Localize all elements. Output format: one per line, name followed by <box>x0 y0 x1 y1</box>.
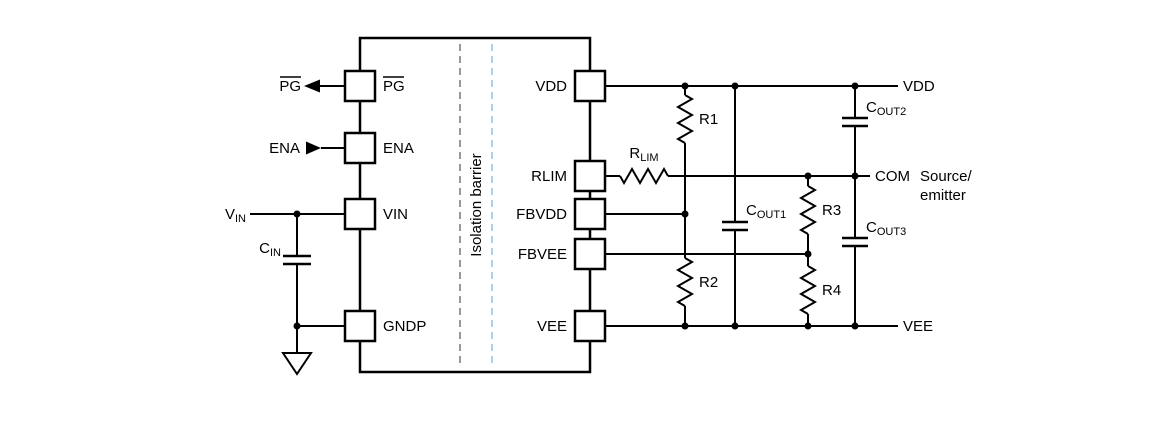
r2-resistor <box>675 257 695 307</box>
pin-rlim <box>573 159 607 193</box>
pin-gndp-label: GNDP <box>383 318 426 335</box>
pin-rlim-label: RLIM <box>531 168 567 185</box>
r1-label: R1 <box>699 111 718 128</box>
input-side: PG ENA VIN CIN <box>225 76 345 376</box>
pin-vee-label: VEE <box>537 318 567 335</box>
isolation-barrier-label: Isolation barrier <box>468 153 485 256</box>
pin-pg-label: PG <box>383 78 405 95</box>
pin-fbvee <box>573 237 607 271</box>
cout3-label: COUT3 <box>866 219 906 238</box>
junction-dot <box>681 210 689 218</box>
pin-pg <box>343 69 377 103</box>
ena-signal-label: ENA <box>269 140 300 157</box>
rlim-resistor <box>619 166 669 186</box>
r4-label: R4 <box>822 282 841 299</box>
pin-vdd-label: VDD <box>535 78 567 95</box>
rlim-label: RLIM <box>629 145 658 164</box>
pin-vin-label: VIN <box>383 206 408 223</box>
load-label-line2: emitter <box>920 187 966 204</box>
r4-resistor <box>798 265 818 315</box>
r3-label: R3 <box>822 202 841 219</box>
cout2-label: COUT2 <box>866 99 906 118</box>
junction-dot <box>731 322 739 330</box>
load-label-line1: Source/ <box>920 168 973 185</box>
junction-dot <box>851 82 859 90</box>
pin-ena-label: ENA <box>383 140 414 157</box>
r1-resistor <box>675 94 695 144</box>
output-side: VDD VEE RLIM COM Source/ emitter R1 R2 C… <box>605 78 973 335</box>
ground-icon <box>281 352 313 376</box>
vee-rail-label: VEE <box>903 318 933 335</box>
junction-dot <box>731 82 739 90</box>
vdd-rail-label: VDD <box>903 78 935 95</box>
ic-body <box>358 36 592 374</box>
pin-gndp <box>343 309 377 343</box>
junction-dot <box>851 172 859 180</box>
junction-dot <box>804 250 812 258</box>
pg-arrow-icon <box>304 79 320 93</box>
pin-fbvee-label: FBVEE <box>518 246 567 263</box>
r2-label: R2 <box>699 274 718 291</box>
pg-signal-label: PG <box>279 78 301 95</box>
pin-vee <box>573 309 607 343</box>
junction-dot <box>804 172 812 180</box>
com-label: COM <box>875 168 910 185</box>
junction-dot <box>804 322 812 330</box>
vin-label: VIN <box>225 206 246 225</box>
junction-dot <box>681 322 689 330</box>
pin-vin <box>343 197 377 231</box>
cout1-label: COUT1 <box>746 202 786 221</box>
cin-label: CIN <box>259 240 281 259</box>
pin-vdd <box>573 69 607 103</box>
junction-dot <box>851 322 859 330</box>
pin-fbvdd <box>573 197 607 231</box>
ic-package: Isolation barrier PG ENA VIN GNDP VDD RL… <box>343 36 607 374</box>
pin-fbvdd-label: FBVDD <box>516 206 567 223</box>
pin-ena <box>343 131 377 165</box>
junction-dot <box>681 82 689 90</box>
ena-arrow-icon <box>306 141 321 155</box>
r3-resistor <box>798 185 818 235</box>
